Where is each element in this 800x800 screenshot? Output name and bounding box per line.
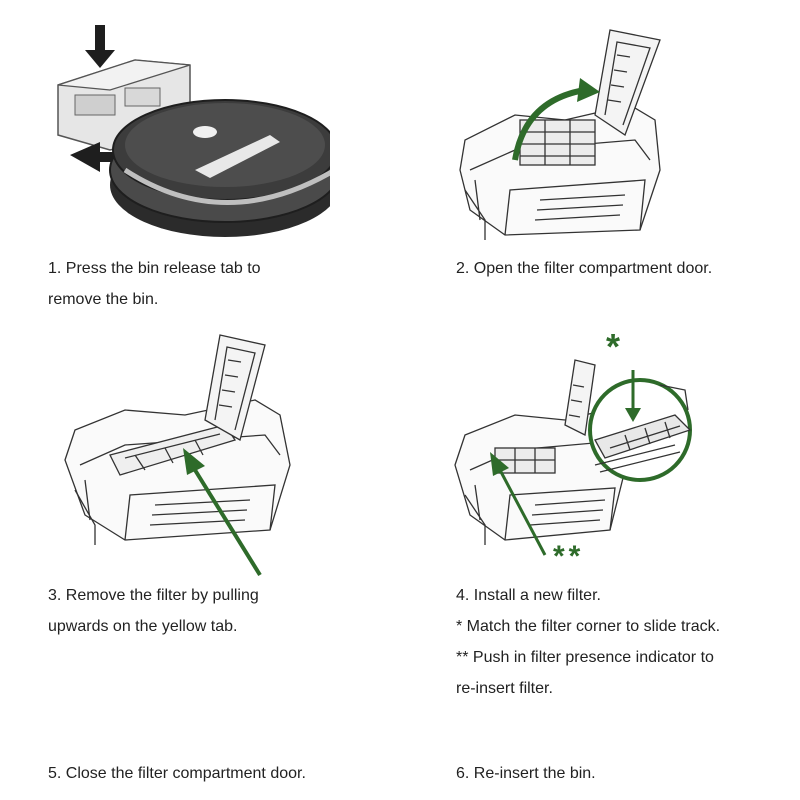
magnifier-detail bbox=[588, 370, 692, 482]
step5-caption: 5. Close the filter compartment door. bbox=[48, 758, 306, 789]
step2-line-1: 2. Open the filter compartment door. bbox=[456, 260, 713, 277]
double-asterisk-marker: ** bbox=[553, 540, 585, 573]
step1-line-1: 1. Press the bin release tab to bbox=[48, 260, 261, 277]
robot-vacuum-illustration bbox=[109, 99, 330, 237]
step3-illustration bbox=[64, 334, 291, 577]
step1-illustration bbox=[57, 25, 330, 237]
step1-caption: 1. Press the bin release tab to remove t… bbox=[48, 253, 261, 315]
step4-illustration bbox=[454, 359, 692, 556]
open-door-arrow-icon bbox=[512, 78, 600, 161]
step2-caption: 2. Open the filter compartment door. bbox=[456, 253, 712, 284]
step4-caption: 4. Install a new filter. * Match the fil… bbox=[456, 580, 720, 704]
step1-line-2: remove the bin. bbox=[48, 291, 159, 308]
step4-line-1: 4. Install a new filter. bbox=[456, 587, 601, 604]
step4-line-4: re-insert filter. bbox=[456, 680, 553, 697]
pull-tab-arrow-icon bbox=[183, 448, 262, 577]
step3-caption: 3. Remove the filter by pulling upwards … bbox=[48, 580, 259, 642]
left-arrow-icon bbox=[70, 142, 125, 172]
step6-line-1: 6. Re-insert the bin. bbox=[456, 765, 596, 782]
down-arrow-icon bbox=[85, 25, 115, 68]
step4-line-3: ** Push in filter presence indicator to bbox=[456, 649, 714, 666]
indicator-arrow-icon bbox=[490, 452, 547, 556]
step4-line-2: * Match the filter corner to slide track… bbox=[456, 618, 721, 635]
step6-caption: 6. Re-insert the bin. bbox=[456, 758, 596, 789]
step3-line-1: 3. Remove the filter by pulling bbox=[48, 587, 259, 604]
single-asterisk-marker: * bbox=[606, 326, 621, 367]
step3-line-2: upwards on the yellow tab. bbox=[48, 618, 238, 635]
step5-line-1: 5. Close the filter compartment door. bbox=[48, 765, 306, 782]
step2-illustration bbox=[459, 29, 661, 240]
